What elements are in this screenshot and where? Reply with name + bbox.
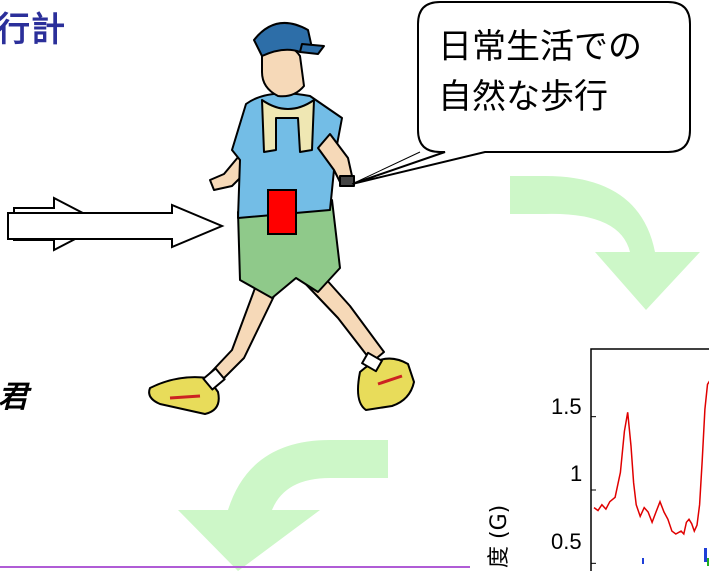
slide-title-fragment: 行計 [0,10,66,50]
callout-line-2: 自然な歩行 [438,77,608,117]
y-axis-label: 度 (G) [487,504,512,568]
divider-line [0,566,470,568]
acceleration-series-line [593,380,709,536]
sensor-icon [267,189,297,235]
blue-signal-mark [704,548,707,562]
y-tick-label: 1.5 [551,394,582,419]
y-tick-label: 1 [570,461,583,486]
blue-signal-mark [642,558,644,564]
speech-bubble [351,1,691,185]
acceleration-chart [590,348,709,571]
chart-frame [590,348,709,571]
callout-text: 日常生活での 自然な歩行 [438,22,668,122]
green-curved-arrow-icon [178,440,388,571]
arrow-right-icon [7,196,225,252]
y-tick-label: 0.5 [551,529,582,554]
green-signal-mark [707,558,709,566]
green-curved-arrow-icon [510,176,700,310]
callout-line-1: 日常生活での [438,27,642,67]
walking-man-figure [148,22,415,415]
italic-text-fragment: 君 [0,380,28,415]
